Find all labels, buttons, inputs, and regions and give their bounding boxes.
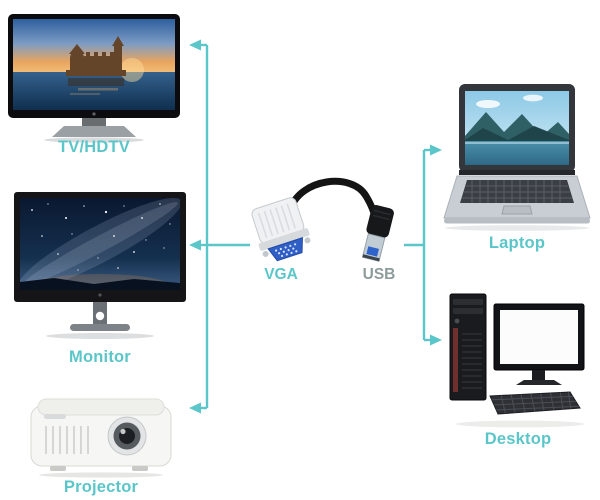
tv-illustration: [8, 14, 180, 143]
usb-blue-tongue: [366, 246, 379, 257]
laptop-label: Laptop: [488, 234, 546, 252]
usb-to-vga-adapter-image: [246, 168, 408, 270]
laptop-image: [438, 84, 596, 232]
vga-pins: [275, 243, 298, 258]
monitor-image: [14, 192, 186, 344]
desktop-monitor-base: [516, 380, 562, 385]
desktop-illustration: [449, 293, 585, 428]
tv-stand-neck: [82, 118, 106, 126]
laptop-touchpad: [501, 205, 533, 215]
projector-label: Projector: [63, 478, 139, 496]
stars: [31, 203, 171, 271]
castle-silhouette: [66, 36, 126, 76]
arrow-to-projector-icon: [189, 402, 201, 414]
laptop-shadow: [445, 225, 589, 231]
arrow-to-desktop-icon: [430, 334, 442, 346]
desktop-monitor-screen: [500, 310, 578, 364]
tower-vents: [462, 333, 482, 389]
monitor-shadow: [46, 333, 154, 339]
tv-shadow: [44, 137, 144, 143]
arrow-to-laptop-icon: [430, 144, 442, 156]
adapter-cable: [286, 177, 380, 226]
desktop-image: [448, 290, 588, 432]
power-button: [454, 318, 460, 324]
vga-port-face: [267, 237, 303, 262]
monitor-stand-base: [70, 324, 130, 331]
tv-stand-base: [52, 126, 136, 137]
arrow-to-tv-icon: [189, 39, 201, 51]
monitor-illustration: [14, 192, 186, 339]
vga-label: VGA: [264, 266, 298, 283]
laptop-illustration: [443, 84, 591, 231]
desktop-shadow: [456, 420, 584, 428]
laptop-hinge: [459, 170, 575, 175]
desktop-label: Desktop: [484, 430, 552, 448]
tv-screen: [13, 19, 175, 110]
laptop-screen: [465, 91, 569, 165]
tv-hdtv-label: TV/HDTV: [58, 138, 130, 156]
tv-hdtv-image: [8, 14, 180, 144]
desktop-monitor-neck: [532, 370, 545, 381]
usb-connector: [361, 205, 394, 262]
arrow-to-monitor-icon: [189, 239, 201, 251]
usb-label: USB: [362, 266, 396, 283]
projector-illustration: [30, 398, 172, 478]
projector-image: [28, 394, 174, 478]
projector-vents: [45, 426, 89, 454]
monitor-label: Monitor: [69, 348, 131, 366]
adapter-illustration: [251, 177, 394, 262]
projector-shadow: [39, 472, 163, 478]
monitor-screen: [20, 198, 180, 290]
vga-connector: [251, 197, 311, 262]
